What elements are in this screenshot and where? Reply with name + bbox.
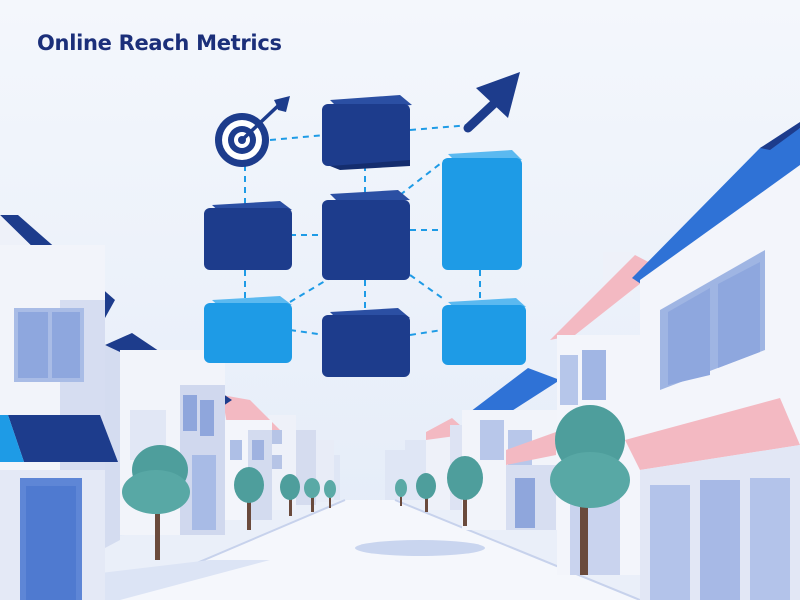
tree-left-tiny-1 — [304, 478, 320, 512]
tree-right-small — [416, 473, 436, 512]
cube-mid-left — [204, 201, 292, 270]
curb-right — [394, 499, 641, 600]
cube-bottom-center — [322, 308, 410, 377]
tree-left-tiny-2 — [324, 480, 336, 508]
tree-right-large — [550, 405, 630, 575]
left-near-building — [0, 215, 118, 600]
left-mid-house — [105, 333, 232, 548]
right-mid-house — [462, 368, 560, 530]
cube-bottom-right — [442, 298, 526, 365]
tree-left-small — [280, 474, 300, 516]
tree-left-large — [122, 445, 190, 560]
tree-right-tiny-1 — [395, 479, 407, 506]
cube-center — [322, 190, 410, 280]
page-title: Online Reach Metrics — [37, 31, 282, 55]
tree-right-mid — [447, 456, 483, 526]
cube-bottom-left — [204, 296, 292, 363]
road-shadow — [355, 540, 485, 556]
cube-right-tall — [442, 150, 522, 270]
cube-top-center — [322, 95, 412, 170]
network-connectors — [244, 124, 481, 336]
trend-arrow-icon — [463, 72, 520, 133]
target-icon — [215, 96, 290, 167]
tree-left-mid — [234, 467, 264, 530]
right-near-building — [625, 122, 800, 600]
